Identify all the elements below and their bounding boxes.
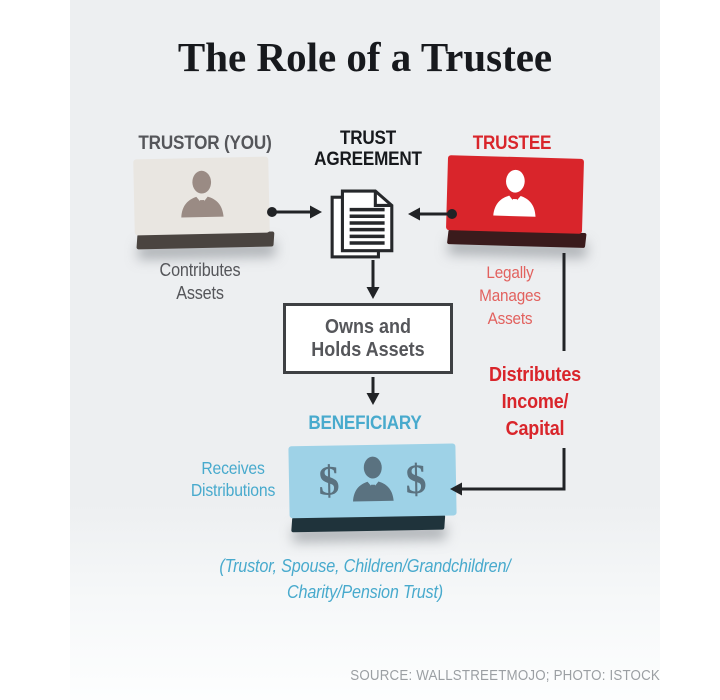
trustor-label: TRUSTOR (YOU) (138, 133, 272, 154)
distributes-caption: Distributes Income/ Capital (488, 364, 582, 440)
arrow-distributes-to-beneficiary (450, 448, 566, 496)
beneficiary-caption: Receives Distributions (190, 458, 276, 500)
trustee-label: TRUSTEE (472, 133, 552, 154)
document-icon (330, 189, 394, 259)
arrow-owns-box-to-beneficiary (366, 377, 380, 405)
owns-holds-assets-box: Owns and Holds Assets (283, 303, 453, 374)
trustee-caption: Legally Manages Assets (479, 263, 541, 328)
page-title: The Role of a Trustee (177, 34, 553, 80)
arrow-agreement-to-owns-box (366, 260, 380, 299)
owns-holds-assets-text: Owns and Holds Assets (311, 315, 425, 361)
trustor-caption: Contributes Assets (159, 260, 241, 303)
arrow-trustee-to-agreement (408, 207, 457, 221)
trust-agreement-label: TRUST AGREEMENT (314, 128, 422, 170)
beneficiary-label: BENEFICIARY (308, 413, 422, 434)
source-credit: SOURCE: WALLSTREETMOJO; PHOTO: ISTOCK (350, 668, 660, 684)
arrow-trustor-to-agreement (267, 205, 322, 219)
beneficiary-note: (Trustor, Spouse, Children/Grandchildren… (219, 556, 511, 602)
